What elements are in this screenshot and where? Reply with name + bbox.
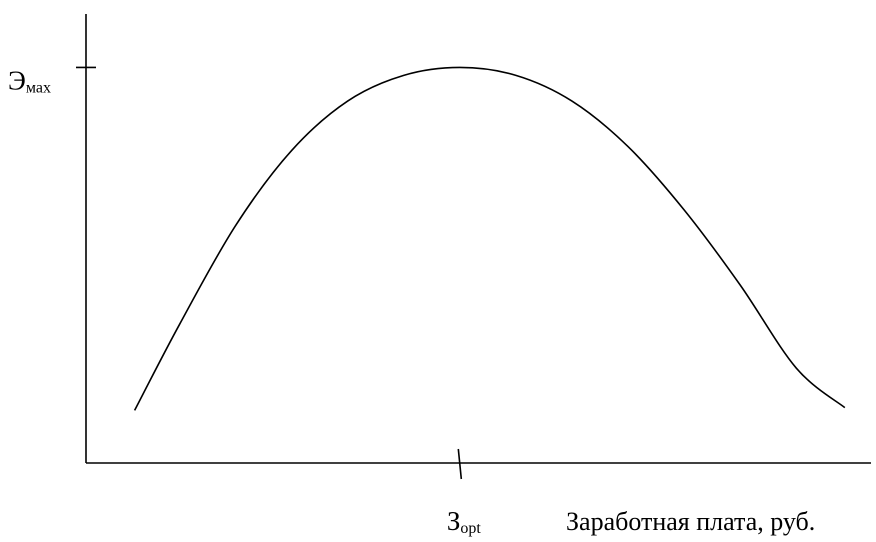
y-tick-max-label-main: Э <box>8 65 26 95</box>
x-tick-opt-label-main: З <box>447 506 461 536</box>
x-axis-label: Заработная плата, руб. <box>566 507 815 536</box>
y-tick-max-label: Эмах <box>8 65 51 96</box>
series-line <box>133 66 846 411</box>
x-tick-opt-label-sub: opt <box>460 520 481 537</box>
x-tick-opt-mark <box>457 448 463 480</box>
x-tick-opt-label: Зopt <box>447 506 482 537</box>
y-tick-max-label-sub: мах <box>26 79 51 96</box>
